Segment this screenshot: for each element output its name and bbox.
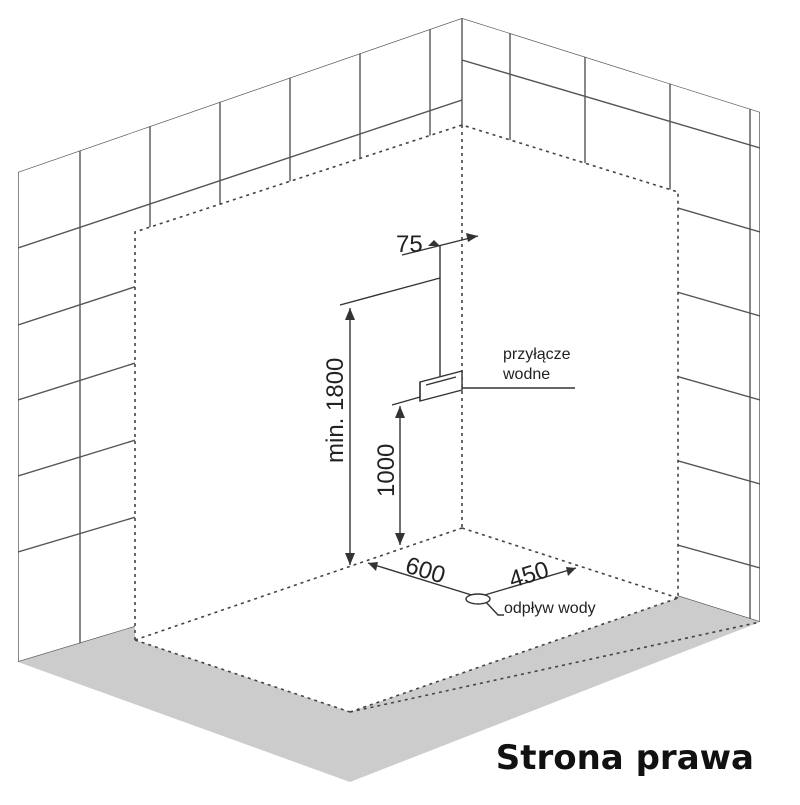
installation-area-outline	[134, 124, 761, 713]
arrowhead	[345, 553, 355, 565]
arrowhead	[395, 533, 405, 545]
drain-leader	[483, 599, 504, 616]
dim-1000-label: 1000	[373, 444, 400, 497]
water-connection-label: przyłącze wodne	[502, 346, 575, 383]
arrowhead	[395, 406, 405, 418]
dim-1800-top-ext	[339, 277, 441, 306]
arrowhead	[345, 308, 355, 320]
dim-1000-top-ext	[391, 396, 421, 406]
dim-600-line	[367, 562, 479, 598]
installation-area	[135, 125, 462, 640]
installation-area-side	[462, 125, 678, 598]
water-connection-fitting	[419, 370, 463, 402]
dim-450-line	[477, 567, 577, 598]
installation-area-floor	[135, 528, 678, 712]
dim-75-line	[401, 235, 479, 256]
arrowhead	[466, 233, 478, 242]
drain-label: odpływ wody	[504, 600, 596, 617]
arrowhead	[566, 567, 576, 576]
dim-1800-label: min. 1800	[322, 358, 349, 463]
drain-icon	[465, 593, 491, 605]
side-caption: Strona prawa	[495, 738, 754, 778]
dim-75-label: 75	[396, 231, 423, 258]
arrowhead	[368, 562, 378, 571]
arrowhead	[428, 240, 440, 246]
